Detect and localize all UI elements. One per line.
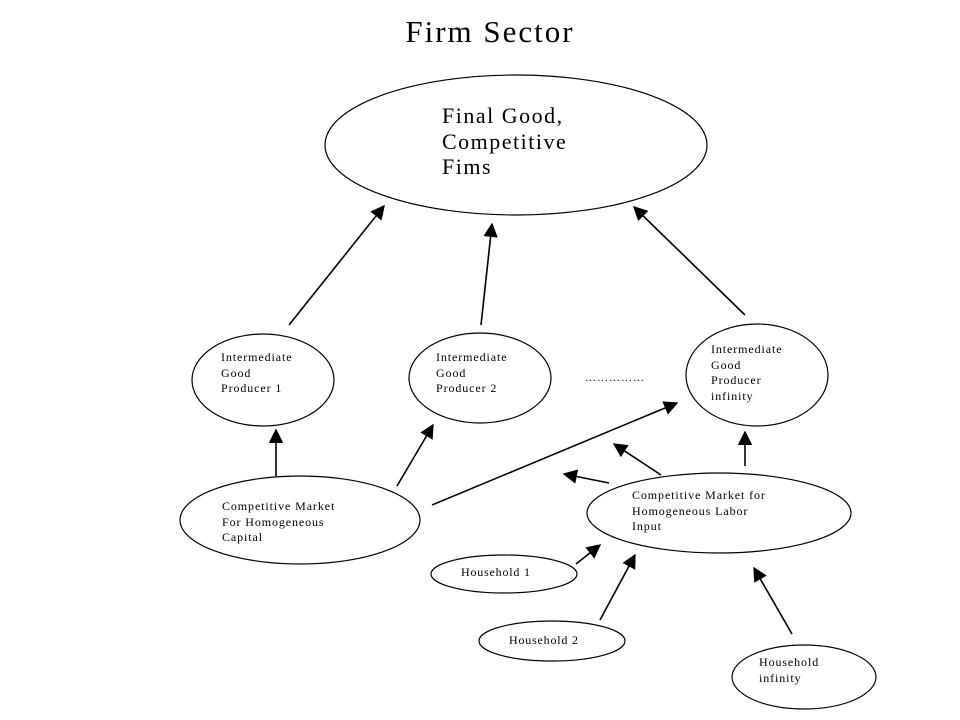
capital-market-node xyxy=(179,475,421,565)
household-2-node xyxy=(478,620,626,662)
arrow-labor-to-capital xyxy=(562,469,610,484)
labor-market-node xyxy=(586,472,852,554)
ellipsis-dots: …………… xyxy=(585,372,645,384)
final-good-label: Final Good, Competitive Fims xyxy=(442,103,568,180)
household-1-node xyxy=(430,554,578,594)
household-inf-node xyxy=(731,644,877,710)
arrow-int1-to-final xyxy=(288,204,385,326)
intermediate-2-label: Intermediate Good Producer 2 xyxy=(436,350,508,396)
labor-market-label: Competitive Market for Homogeneous Labor… xyxy=(632,488,766,534)
capital-market-label: Competitive Market For Homogeneous Capit… xyxy=(222,499,336,545)
arrow-hhinf-to-labor xyxy=(753,566,793,635)
arrow-hh1-to-labor xyxy=(575,544,602,565)
arrow-int2-to-final xyxy=(480,222,498,326)
intermediate-inf-node xyxy=(685,323,829,427)
arrow-hh2-to-labor xyxy=(599,553,636,621)
arrow-intinf-to-final xyxy=(632,205,746,316)
household-inf-label: Household infinity xyxy=(759,655,820,685)
arrow-capital-to-int2 xyxy=(396,423,434,487)
intermediate-1-node xyxy=(191,333,335,427)
household-1-label: Household 1 xyxy=(461,565,531,579)
final-good-node xyxy=(324,74,708,216)
intermediate-2-node xyxy=(408,332,552,424)
intermediate-1-label: Intermediate Good Producer 1 xyxy=(221,350,293,396)
arrow-labor-to-int2 xyxy=(612,443,662,476)
intermediate-inf-label: Intermediate Good Producer infinity xyxy=(711,342,783,403)
arrow-capital-to-intinf xyxy=(431,401,679,506)
diagram-title: Firm Sector xyxy=(405,14,575,49)
household-2-label: Household 2 xyxy=(509,633,579,647)
